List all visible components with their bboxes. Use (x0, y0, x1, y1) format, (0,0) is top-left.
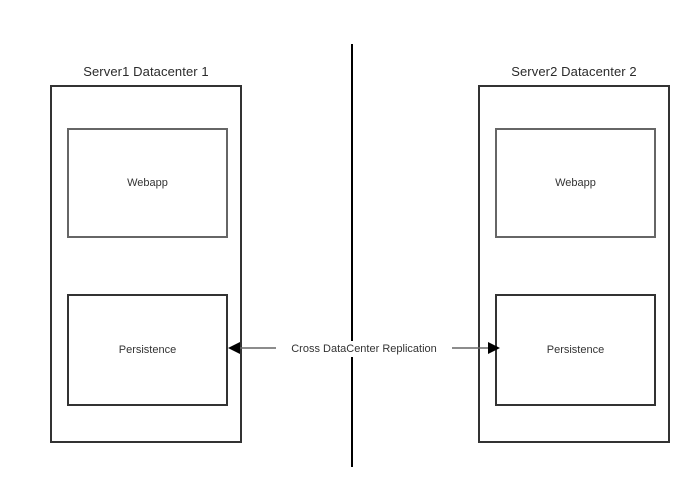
component-webapp-datacenter-2[interactable]: Webapp (495, 128, 656, 238)
replication-label: Cross DataCenter Replication (276, 341, 452, 357)
component-label: Webapp (555, 177, 596, 189)
component-webapp-datacenter-1[interactable]: Webapp (67, 128, 228, 238)
component-persistence-datacenter-2[interactable]: Persistence (495, 294, 656, 406)
component-label: Persistence (118, 344, 177, 356)
datacenter-title-left: Server1 Datacenter 1 (83, 64, 209, 79)
component-persistence-datacenter-1[interactable]: Persistence (67, 294, 228, 406)
server-container-datacenter-1[interactable]: Webapp Persistence (50, 85, 242, 443)
component-label: Webapp (127, 177, 168, 189)
datacenter-title-right: Server2 Datacenter 2 (511, 64, 637, 79)
datacenter-boundary-divider (351, 44, 353, 467)
server-container-datacenter-2[interactable]: Webapp Persistence (478, 85, 670, 443)
component-label: Persistence (546, 344, 605, 356)
